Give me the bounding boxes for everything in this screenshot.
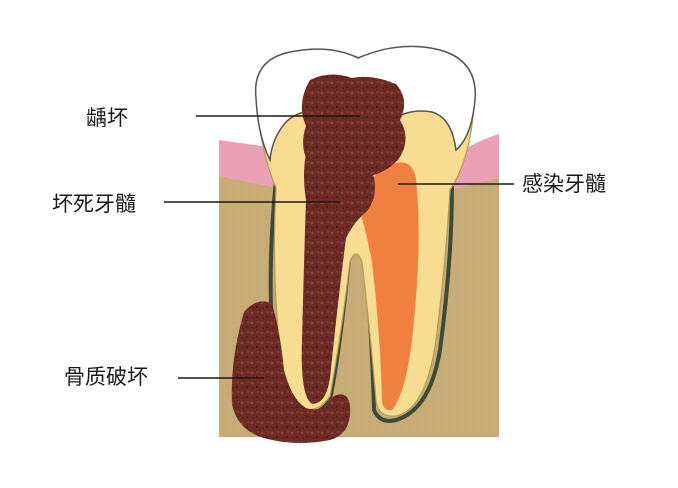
infected-pulp	[360, 162, 419, 411]
necrotic-pulp	[301, 153, 375, 404]
caries-cavity	[301, 74, 406, 177]
gum-left	[219, 140, 276, 188]
gum-right	[447, 134, 499, 190]
label-caries: 龋坏	[86, 106, 128, 130]
label-infected-pulp: 感染牙髓	[522, 172, 606, 196]
label-bone-destruction: 骨质破坏	[64, 365, 148, 389]
label-necrotic-pulp: 坏死牙髓	[52, 192, 136, 216]
bone-lesion	[231, 301, 351, 443]
